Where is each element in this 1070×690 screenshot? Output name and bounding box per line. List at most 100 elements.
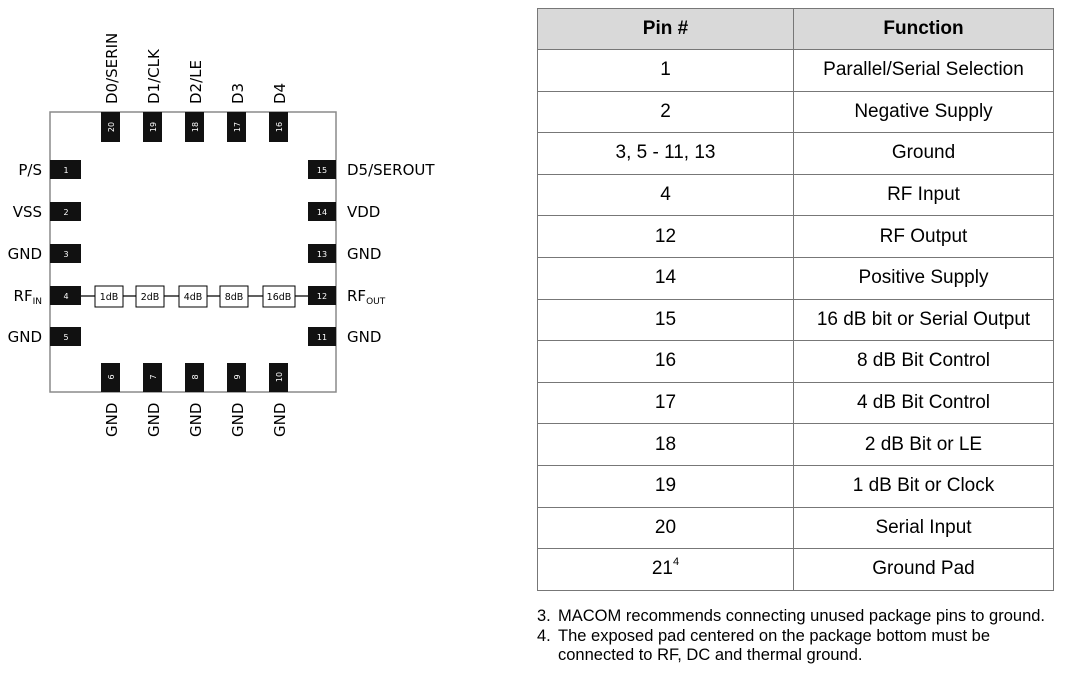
pin-number: 12	[317, 292, 327, 301]
pin-cell: 15	[537, 298, 794, 342]
pin-number: 8	[191, 374, 200, 379]
pin-13: 13 GND	[308, 244, 381, 263]
pin-number: 7	[149, 374, 158, 379]
pin-15: 15 D5/SEROUT	[308, 160, 435, 179]
pin-number: 13	[317, 250, 327, 259]
footnote-number: 3.	[537, 607, 551, 625]
pin-label: RFOUT	[347, 287, 386, 307]
pin-label: GND	[187, 403, 205, 437]
pin-value: 21	[651, 558, 673, 580]
footnote-number: 4.	[537, 627, 551, 645]
pin-number: 5	[63, 333, 68, 342]
footnote-item: 4. The exposed pad centered on the packa…	[537, 627, 1057, 665]
table-row: 214 Ground Pad	[537, 548, 1054, 591]
function-cell: Positive Supply	[793, 256, 1054, 300]
left-pin-group: 1 P/S 2 VSS 3 GND 4 RFIN 5 GND	[8, 160, 81, 346]
pin-number: 6	[107, 374, 116, 379]
footnotes: 3. MACOM recommends connecting unused pa…	[537, 607, 1057, 666]
pin-label: D5/SEROUT	[347, 161, 435, 179]
pin-label: GND	[145, 403, 163, 437]
function-cell: Ground Pad	[793, 548, 1054, 591]
pin-label: GND	[347, 328, 381, 346]
pin-label: GND	[8, 245, 42, 263]
pin-cell: 2	[537, 90, 794, 134]
pin-label: GND	[347, 245, 381, 263]
pin-label: GND	[103, 403, 121, 437]
function-cell: 8 dB Bit Control	[793, 340, 1054, 383]
pin-number: 18	[191, 122, 200, 132]
pin-cell: 4	[537, 173, 794, 217]
table-header-row: Pin # Function	[537, 8, 1054, 50]
function-cell: 2 dB Bit or LE	[793, 423, 1054, 466]
pin-label: D4	[271, 83, 289, 104]
function-cell: Serial Input	[793, 506, 1054, 550]
function-cell: Negative Supply	[793, 90, 1054, 134]
svg-text:16dB: 16dB	[267, 292, 292, 303]
pin-label: GND	[229, 403, 247, 437]
pin-number: 16	[275, 122, 284, 132]
function-cell: Ground	[793, 132, 1054, 175]
pin-7: 7 GND	[143, 363, 163, 437]
pin-label: VDD	[347, 203, 380, 221]
attenuator-1db: 1dB	[94, 285, 124, 308]
right-pin-group: 15 D5/SEROUT 14 VDD 13 GND 12 RFOUT 11 G…	[308, 160, 435, 346]
pin-number: 11	[317, 333, 327, 342]
top-pin-group: 20 D0/SERIN 19 D1/CLK 18 D2/LE 17 D3 16 …	[101, 33, 289, 142]
pin-number: 9	[233, 374, 242, 379]
pin-cell: 20	[537, 506, 794, 550]
pin-cell: 18	[537, 423, 794, 466]
function-cell: 4 dB Bit Control	[793, 381, 1054, 425]
pin-label: P/S	[18, 161, 42, 179]
pin-cell: 16	[537, 340, 794, 383]
pin-12: 12 RFOUT	[308, 286, 386, 307]
function-cell: RF Output	[793, 215, 1054, 258]
pin-cell: 3, 5 - 11, 13	[537, 132, 794, 175]
pin-number: 15	[317, 166, 327, 175]
pin-14: 14 VDD	[308, 202, 380, 221]
pin-cell: 12	[537, 215, 794, 258]
pin-cell: 19	[537, 464, 794, 508]
pin-label: D2/LE	[187, 60, 205, 104]
column-header-pin: Pin #	[537, 8, 794, 50]
svg-text:2dB: 2dB	[141, 292, 160, 303]
bottom-pin-group: 6 GND 7 GND 8 GND 9 GND 10 GND	[101, 363, 289, 437]
pin-cell: 1	[537, 49, 794, 92]
svg-text:4dB: 4dB	[184, 292, 203, 303]
pin-11: 11 GND	[308, 327, 381, 346]
pin-6: 6 GND	[101, 363, 121, 437]
pin-5: 5 GND	[8, 327, 81, 346]
pin-label: GND	[8, 328, 42, 346]
footnote-text: MACOM recommends connecting unused packa…	[558, 607, 1046, 625]
pin-label: GND	[271, 403, 289, 437]
pin-cell: 14	[537, 256, 794, 300]
pin-number: 10	[275, 372, 284, 382]
footnote-marker: 4	[673, 556, 680, 569]
pin-number: 1	[63, 166, 68, 175]
attenuator-chain: 1dB 2dB 4dB 8dB 16dB	[94, 285, 296, 308]
attenuator-2db: 2dB	[135, 285, 165, 308]
column-header-function: Function	[793, 8, 1054, 50]
attenuator-4db: 4dB	[178, 285, 208, 308]
pin-label: VSS	[13, 203, 42, 221]
pin-number: 3	[63, 250, 68, 259]
pin-number: 2	[63, 208, 68, 217]
svg-text:8dB: 8dB	[225, 292, 244, 303]
attenuator-16db: 16dB	[262, 285, 296, 308]
pin-8: 8 GND	[185, 363, 205, 437]
pin-3: 3 GND	[8, 244, 81, 263]
footnote-item: 3. MACOM recommends connecting unused pa…	[537, 607, 1057, 626]
pin-number: 19	[149, 122, 158, 132]
attenuator-8db: 8dB	[219, 285, 249, 308]
pin-number: 4	[63, 292, 68, 301]
